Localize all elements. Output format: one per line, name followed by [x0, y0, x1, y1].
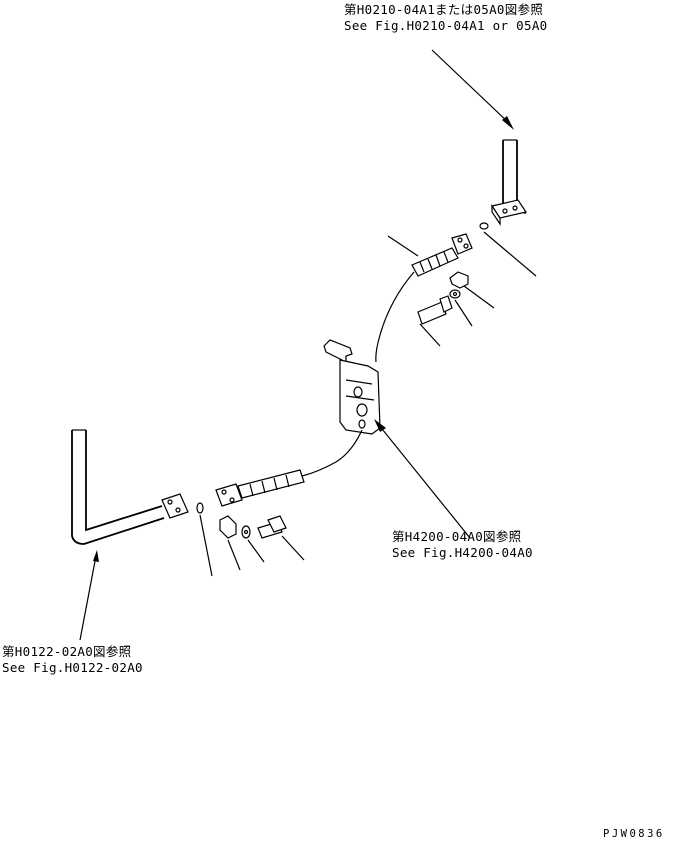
upper-clamp-bolt [417, 271, 469, 325]
upper-pipe [479, 139, 527, 230]
callout-middle-jp: 第H4200-04A0図参照 [392, 529, 522, 544]
callout-middle-en: See Fig.H4200-04A0 [392, 545, 533, 560]
callout-top-en: See Fig.H0210-04A1 or 05A0 [344, 18, 548, 33]
drawing-code: PJW0836 [603, 828, 665, 840]
upper-hose [375, 233, 473, 363]
callout-left-en: See Fig.H0122-02A0 [2, 660, 143, 675]
lower-pipe [71, 429, 189, 545]
lower-hose [215, 429, 363, 507]
callout-top-jp: 第H0210-04A1または05A0図参照 [344, 2, 544, 17]
leader-lines [79, 49, 537, 641]
lower-clamp-bolt [196, 502, 287, 539]
valve-bracket [323, 339, 381, 435]
callout-left-jp: 第H0122-02A0図参照 [2, 644, 132, 659]
